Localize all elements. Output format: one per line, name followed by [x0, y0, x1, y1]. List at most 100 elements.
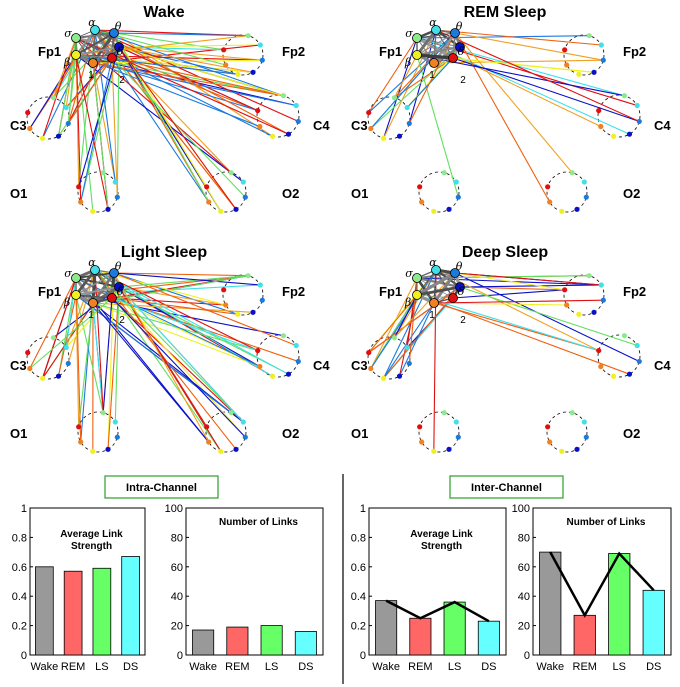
edge: [370, 269, 437, 369]
ring-c4: [597, 334, 641, 378]
y-tick-label: 0: [524, 650, 530, 662]
edge: [67, 54, 77, 124]
x-tick-label: Wake: [31, 661, 59, 673]
ring-node: [636, 358, 642, 365]
ring-node: [240, 419, 246, 425]
ring-node: [564, 62, 570, 68]
ring-node: [27, 365, 33, 372]
ring-node: [419, 439, 425, 445]
edge: [92, 59, 263, 64]
intra-edge: [91, 32, 116, 64]
edge: [113, 272, 249, 277]
ring-fp2: [222, 274, 264, 316]
fp1-node: [107, 53, 117, 63]
edge: [75, 294, 80, 427]
ring-node: [50, 335, 57, 341]
intra-edge: [416, 269, 437, 296]
edge: [29, 277, 77, 369]
ring-node: [78, 199, 84, 205]
ring-node: [114, 434, 120, 440]
edge: [111, 57, 210, 203]
intra-edge: [92, 46, 120, 64]
ring-node: [235, 71, 241, 77]
edge: [29, 297, 113, 369]
ring-o1: [418, 171, 460, 213]
ring-node: [250, 309, 256, 315]
intra-edge: [416, 45, 461, 57]
edge: [111, 57, 246, 198]
ring-o1: [77, 411, 119, 453]
ring-o2: [205, 171, 247, 213]
fp1-node: [412, 33, 422, 43]
edge: [116, 46, 120, 198]
ring-node: [285, 371, 292, 377]
band-label: α: [429, 256, 437, 269]
ring-node: [417, 184, 423, 190]
edge: [118, 286, 222, 452]
ring-c3: [26, 336, 70, 380]
edge: [92, 302, 104, 413]
edge: [42, 37, 77, 139]
y-tick-label: 20: [171, 621, 183, 633]
intra-edge: [94, 269, 120, 288]
channel-label-c4: C4: [313, 118, 330, 133]
band-label: θ: [456, 20, 463, 33]
ring-node: [600, 297, 606, 303]
band-label: δ: [458, 285, 465, 298]
intra-edge: [416, 271, 456, 297]
edge: [416, 294, 599, 352]
intra-edge: [416, 53, 454, 60]
x-tick-label: Wake: [536, 661, 564, 673]
ring-node: [25, 109, 31, 116]
ring-node: [545, 184, 551, 190]
x-tick-label: DS: [298, 661, 313, 673]
ring-node: [600, 57, 606, 63]
y-tick-label: 0: [360, 650, 366, 662]
fp1-node: [412, 290, 422, 300]
ring-fp2: [222, 34, 264, 76]
edge: [118, 46, 263, 61]
ring-node: [280, 93, 287, 99]
fp1-node: [114, 42, 124, 52]
y-tick-label: 80: [171, 532, 183, 544]
ring-node: [223, 62, 229, 68]
ring-node: [280, 333, 287, 339]
ring-node: [114, 194, 120, 200]
ring-node: [259, 57, 265, 63]
band-label: β: [63, 296, 70, 309]
node-number-label: 1: [429, 70, 435, 81]
band-label: β: [63, 56, 70, 69]
edge: [92, 62, 109, 210]
ring-node: [257, 123, 263, 130]
edge: [80, 57, 113, 203]
ring-node: [55, 373, 62, 379]
panel-title: Deep Sleep: [462, 244, 548, 261]
ring-node: [218, 448, 224, 454]
ring-node: [228, 170, 234, 176]
bar-ls: [443, 601, 466, 656]
fp1-node: [71, 290, 81, 300]
ring-node: [569, 170, 575, 176]
intra-edge: [435, 29, 461, 48]
ring-node: [453, 419, 459, 425]
x-tick-label: Wake: [189, 661, 217, 673]
chart-title: Number of Links: [219, 517, 298, 528]
fp1-node: [450, 268, 460, 278]
edge: [368, 37, 418, 113]
intra-edge: [433, 286, 461, 304]
fp1-node: [412, 50, 422, 60]
fp1-node: [455, 42, 465, 52]
x-tick-label: LS: [265, 661, 278, 673]
ring-node: [396, 373, 403, 379]
edge: [92, 62, 297, 107]
edge: [52, 37, 77, 98]
node-number-label: 1: [429, 310, 435, 321]
ring-o1: [418, 411, 460, 453]
edge: [393, 54, 418, 98]
x-tick-label: DS: [481, 661, 496, 673]
